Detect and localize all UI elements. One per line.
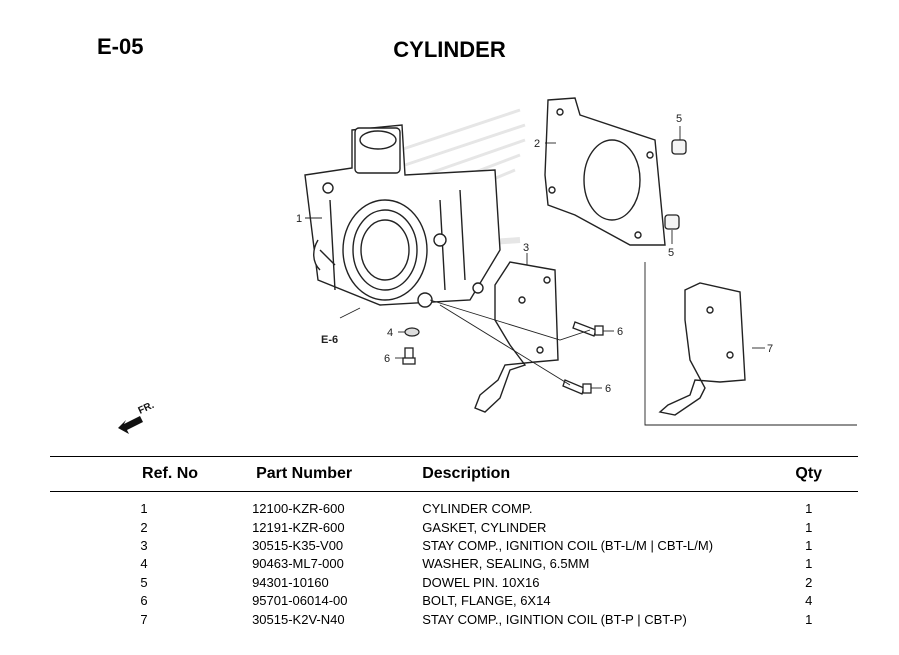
qty-cell: 1 bbox=[805, 611, 813, 627]
callout-7: 7 bbox=[767, 343, 773, 355]
flange-bolts bbox=[402, 321, 604, 395]
part-number-cell: 94301-10160 bbox=[252, 574, 329, 590]
callout-6b: 6 bbox=[617, 326, 623, 338]
callout-3: 3 bbox=[523, 242, 529, 254]
ref-no-cell: 6 bbox=[140, 593, 148, 609]
callout-5b: 5 bbox=[668, 247, 674, 259]
description-cell: STAY COMP., IGNITION COIL (BT-L/M | CBT-… bbox=[422, 537, 714, 553]
ref-no-cell: 2 bbox=[140, 519, 148, 535]
description-cell: GASKET, CYLINDER bbox=[422, 519, 547, 535]
table-row: 6 95701-06014-00 BOLT, FLANGE, 6X14 4 bbox=[50, 592, 858, 610]
section-code: E-05 bbox=[97, 34, 144, 59]
direction-label: FR. bbox=[137, 400, 156, 417]
part-number-cell: 12100-KZR-600 bbox=[252, 501, 345, 517]
ignition-coil-stay-3 bbox=[474, 261, 559, 413]
part-number-header: Part Number bbox=[238, 456, 423, 492]
description-cell: DOWEL PIN. 10X16 bbox=[422, 574, 540, 590]
callout-2: 2 bbox=[534, 138, 540, 150]
dowel-pins bbox=[664, 139, 687, 230]
callout-1: 1 bbox=[296, 213, 302, 225]
qty-cell: 4 bbox=[805, 593, 813, 609]
part-number-cell: 30515-K2V-N40 bbox=[252, 611, 345, 627]
table-row: 3 30515-K35-V00 STAY COMP., IGNITION COI… bbox=[50, 537, 858, 555]
front-direction-arrow-icon bbox=[118, 416, 143, 434]
description-cell: BOLT, FLANGE, 6X14 bbox=[422, 593, 551, 609]
qty-header: Qty bbox=[759, 456, 858, 492]
qty-cell: 1 bbox=[805, 556, 813, 572]
ignition-coil-stay-7 bbox=[658, 282, 746, 416]
ref-no-cell: 1 bbox=[140, 501, 148, 517]
part-number-cell: 90463-ML7-000 bbox=[252, 556, 344, 572]
qty-cell: 1 bbox=[805, 501, 813, 517]
ref-no-cell: 4 bbox=[140, 556, 148, 572]
callout-6a: 6 bbox=[384, 353, 390, 365]
callout-4: 4 bbox=[387, 327, 393, 339]
ref-no-cell: 7 bbox=[140, 611, 148, 627]
qty-cell: 2 bbox=[805, 574, 813, 590]
ref-no-header: Ref. No bbox=[50, 456, 239, 492]
callout-5a: 5 bbox=[676, 113, 682, 125]
parts-table: Ref. No Part Number Description Qty 1 12… bbox=[50, 456, 858, 629]
cylinder-gasket bbox=[544, 97, 666, 246]
part-number-cell: 30515-K35-V00 bbox=[252, 537, 344, 553]
table-row: 5 94301-10160 DOWEL PIN. 10X16 2 bbox=[50, 574, 858, 592]
ref-no-cell: 3 bbox=[140, 537, 148, 553]
page-title: CYLINDER bbox=[393, 37, 506, 62]
cylinder-body bbox=[304, 124, 501, 308]
part-number-cell: 12191-KZR-600 bbox=[252, 519, 345, 535]
table-row: 1 12100-KZR-600 CYLINDER COMP. 1 bbox=[50, 492, 858, 519]
table-row: 4 90463-ML7-000 WASHER, SEALING, 6.5MM 1 bbox=[50, 555, 858, 573]
description-header: Description bbox=[422, 456, 760, 492]
ref-no-cell: 5 bbox=[140, 574, 148, 590]
table-row: 2 12191-KZR-600 GASKET, CYLINDER 1 bbox=[50, 518, 858, 536]
table-row: 7 30515-K2V-N40 STAY COMP., IGINTION COI… bbox=[50, 610, 858, 628]
callout-6c: 6 bbox=[605, 383, 611, 395]
part-number-cell: 95701-06014-00 bbox=[252, 593, 348, 609]
qty-cell: 1 bbox=[805, 519, 813, 535]
exploded-parts-diagram: 1 2 3 4 5 5 6 6 6 7 E-6 FR. bbox=[118, 97, 857, 434]
description-cell: WASHER, SEALING, 6.5MM bbox=[422, 556, 590, 572]
leader-lines bbox=[305, 126, 857, 426]
qty-cell: 1 bbox=[805, 537, 813, 553]
table-header-row: Ref. No Part Number Description Qty bbox=[50, 456, 858, 492]
description-cell: STAY COMP., IGINTION COIL (BT-P | CBT-P) bbox=[422, 611, 687, 627]
sealing-washer bbox=[404, 327, 420, 337]
description-cell: CYLINDER COMP. bbox=[422, 501, 533, 517]
ref-label-e6: E-6 bbox=[321, 334, 338, 346]
